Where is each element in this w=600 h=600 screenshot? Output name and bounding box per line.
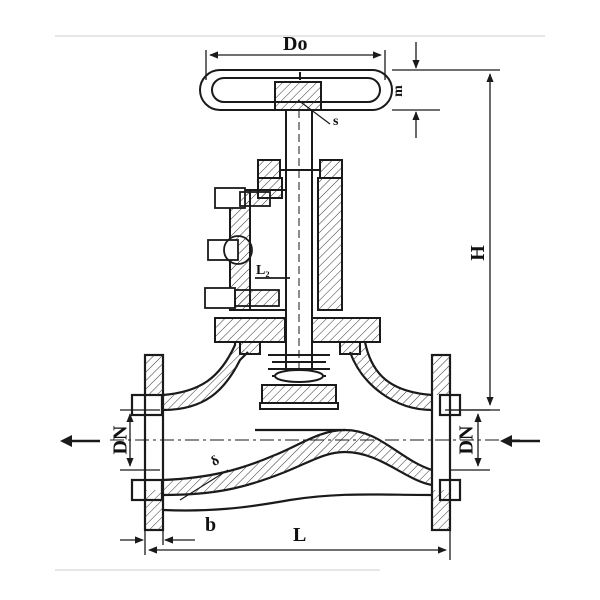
- arrow-right-icon: [500, 435, 540, 447]
- l-label: L: [293, 524, 307, 546]
- do-label: Do: [283, 33, 308, 55]
- s-label: s: [333, 114, 339, 129]
- valve-stem: [285, 109, 313, 381]
- dn-left-label: DN: [109, 425, 132, 455]
- b-label: b: [205, 514, 217, 536]
- bonnet: [229, 159, 343, 311]
- delta-leader-line: [179, 469, 229, 501]
- m-dimension: [392, 42, 440, 138]
- handwheel: [199, 69, 393, 111]
- dn-right-dimension: [450, 409, 490, 471]
- valve-disc: [259, 354, 339, 410]
- h-label: H: [466, 245, 489, 261]
- l-dimension: [148, 530, 451, 560]
- b-dimension: [120, 530, 195, 555]
- gland-bolts: [204, 187, 290, 309]
- dn-left-dimension: [120, 409, 160, 471]
- do-dimension: [205, 50, 386, 80]
- dn-right-label: DN: [455, 425, 478, 455]
- s-leader-line: [297, 99, 331, 125]
- arrow-left-icon: [60, 435, 100, 447]
- l-small-label: L₂: [256, 263, 270, 278]
- body-hatching: [145, 342, 450, 530]
- m-label: m: [390, 85, 406, 97]
